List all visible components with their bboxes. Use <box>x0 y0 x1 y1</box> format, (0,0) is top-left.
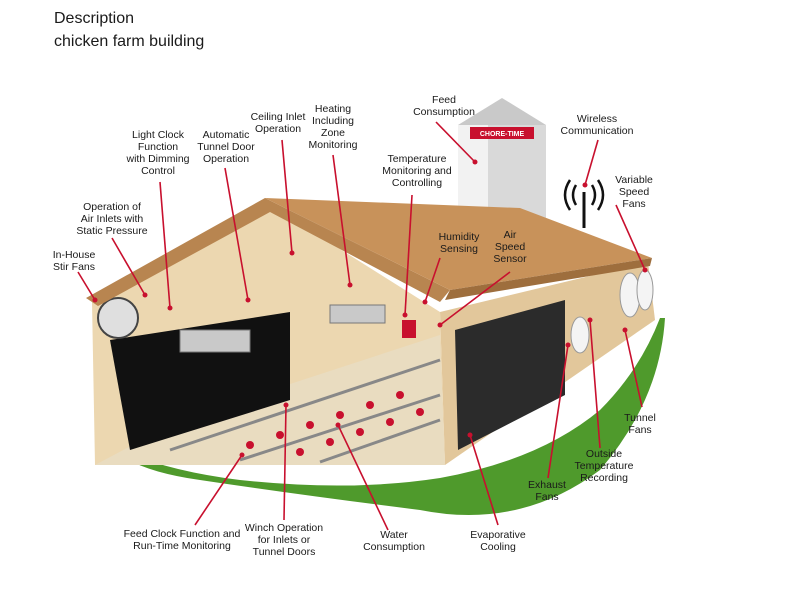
heater-1 <box>179 329 251 353</box>
exhaust-fan <box>570 316 590 354</box>
leader-arrowheads <box>92 159 648 458</box>
wireless-antenna-icon <box>563 179 605 228</box>
feed-line-1 <box>169 358 441 452</box>
leader-lines <box>77 121 646 531</box>
evaporative-pad <box>455 300 565 450</box>
controller-box <box>402 320 416 338</box>
roof-edge <box>445 258 652 300</box>
page-title: Description <box>54 10 135 27</box>
feed-line-3 <box>319 418 441 464</box>
feeder-pans <box>246 391 424 456</box>
stir-fan <box>97 297 139 339</box>
silo-brand: CHORE-TIME <box>480 131 525 138</box>
tunnel-fan-2 <box>636 269 654 311</box>
page-subtitle: chicken farm building <box>54 33 205 50</box>
roof-top <box>265 198 652 290</box>
grass-ground <box>110 318 665 515</box>
heater-2 <box>329 304 386 324</box>
